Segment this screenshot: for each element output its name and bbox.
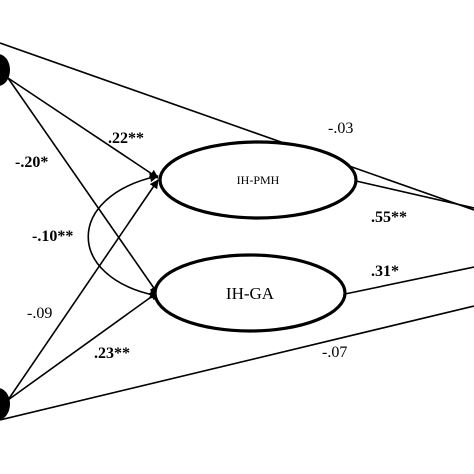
path-bottom-to-ga (7, 291, 159, 401)
predictor-node-top (0, 54, 10, 86)
coef-covariance: -.10** (32, 228, 73, 245)
coef-pmh-to-outcome: .55** (371, 209, 407, 226)
path-top-direct (0, 42, 474, 211)
node-ih-ga-shape (153, 253, 347, 333)
coef-top-direct: -.03 (328, 120, 353, 137)
path-bottom-direct (0, 305, 474, 421)
path-pmh-to-outcome (355, 180, 474, 209)
coef-bottom-direct: -.07 (322, 344, 347, 361)
coef-top-to-ga: -.20* (15, 154, 48, 171)
path-top-to-pmh (7, 77, 159, 179)
coef-bottom-to-ga: .23** (94, 345, 130, 362)
node-ih-pmh: IH-PMH (158, 140, 358, 220)
path-ga-to-outcome (344, 266, 474, 295)
node-ih-ga-label: IH-GA (226, 284, 275, 303)
coef-ga-to-outcome: .31* (371, 263, 399, 280)
covariance-arc (87, 173, 159, 299)
node-ih-pmh-shape (158, 140, 358, 220)
predictor-node-bottom (0, 388, 10, 420)
coef-top-to-pmh: .22** (108, 130, 144, 147)
coef-bottom-to-pmh: -.09 (27, 305, 52, 322)
path-top-to-ga (7, 77, 159, 295)
path-bottom-to-pmh (7, 179, 159, 401)
node-ih-pmh-label: IH-PMH (237, 173, 280, 187)
node-ih-ga: IH-GA (153, 253, 347, 333)
